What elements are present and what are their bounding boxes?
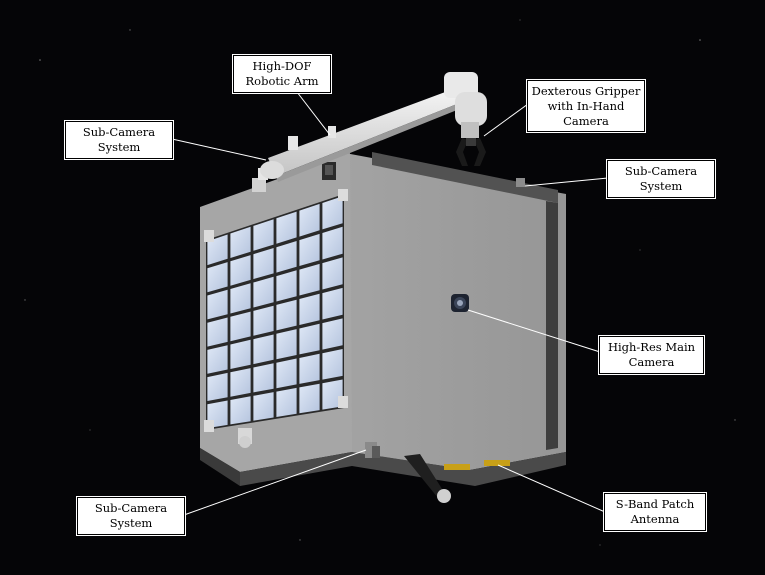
solar-cell (299, 293, 320, 325)
solar-cell (322, 318, 343, 350)
solar-cell (276, 241, 297, 273)
bottom-appendages (404, 454, 510, 503)
label-sub-camera-bottom-left-line-1: Sub-Camera (94, 501, 168, 515)
solar-cell (230, 226, 251, 258)
leader-lines (171, 91, 609, 516)
label-main-camera: High-Res Main Camera (598, 335, 705, 375)
label-main-camera-line-2: Camera (628, 355, 675, 369)
sub-camera-bottom-left-unit (238, 428, 380, 458)
leader-main-camera (467, 309, 601, 353)
solar-cell (230, 396, 251, 425)
solar-cell (230, 339, 251, 369)
starfield (24, 19, 736, 546)
side-top-channel (372, 152, 558, 203)
label-sub-camera-top-right-line-1: Sub-Camera (624, 164, 698, 178)
sub-camera-top-right-unit (516, 178, 525, 187)
solar-cell (299, 383, 320, 414)
solar-cell (253, 305, 274, 336)
label-gripper-line-3: Camera (563, 113, 609, 128)
label-gripper: Dexterous Gripper with In-Hand Camera (526, 79, 646, 133)
solar-cell (322, 257, 343, 290)
arm-elbow (444, 72, 478, 98)
leader-patch-antenna (497, 464, 606, 513)
label-sub-camera-top-left: Sub-Camera System (64, 120, 174, 160)
solar-cell (253, 392, 274, 421)
body-bottom-face (240, 452, 566, 486)
solar-cell (276, 270, 297, 302)
label-gripper-line-2: with In-Hand (547, 98, 625, 113)
solar-cell (276, 358, 297, 389)
leader-sub-camera-bottom-left (183, 449, 367, 516)
solar-cell (299, 203, 320, 237)
leader-sub-camera-top-left (171, 138, 267, 161)
solar-cell (207, 289, 228, 320)
solar-cell (276, 211, 297, 244)
leader-gripper (483, 103, 529, 137)
label-robotic-arm: High-DOF Robotic Arm (232, 54, 332, 94)
solar-cell (299, 353, 320, 384)
solar-panel (204, 189, 348, 432)
solar-cell (322, 226, 343, 260)
robotic-arm (260, 72, 487, 182)
label-robotic-arm-line-1: High-DOF (252, 59, 312, 73)
solar-cell (253, 276, 274, 308)
solar-cell (207, 317, 228, 347)
leader-sub-camera-top-right (524, 177, 609, 187)
solar-cell (322, 379, 343, 410)
solar-cell (253, 248, 274, 280)
label-main-camera-line-1: High-Res Main (607, 340, 696, 354)
solar-cell (276, 387, 297, 417)
solar-cell (276, 299, 297, 331)
panel-corner-brackets (204, 189, 348, 432)
solar-cell (230, 255, 251, 286)
solar-cell (322, 287, 343, 320)
solar-cell (253, 334, 274, 365)
leader-robotic-arm (296, 91, 331, 136)
gripper (456, 138, 486, 166)
solar-cell (207, 234, 228, 266)
label-sub-camera-top-left-line-1: Sub-Camera (82, 125, 156, 139)
solar-cell-grid (207, 196, 343, 429)
label-gripper-line-1: Dexterous Gripper (531, 83, 641, 98)
solar-cell (299, 233, 320, 266)
solar-cell (230, 283, 251, 314)
solar-cell (207, 262, 228, 293)
label-sub-camera-bottom-left: Sub-Camera System (76, 496, 186, 536)
solar-cell (230, 368, 251, 397)
label-patch-antenna-line-1: S-Band Patch (615, 497, 695, 511)
solar-cell (207, 345, 228, 374)
main-camera (451, 294, 469, 312)
solar-cell (322, 196, 343, 230)
side-right-channel (546, 201, 558, 450)
solar-cell (299, 323, 320, 355)
solar-cell (276, 329, 297, 360)
solar-cell (253, 219, 274, 251)
solar-cell (299, 263, 320, 296)
label-patch-antenna: S-Band Patch Antenna (603, 492, 707, 532)
solar-cell (253, 363, 274, 393)
label-sub-camera-top-right-line-2: System (639, 179, 683, 193)
solar-cell (207, 372, 228, 401)
label-robotic-arm-line-2: Robotic Arm (245, 74, 319, 88)
arm-boom (268, 88, 462, 176)
arm-wrist (455, 92, 487, 126)
label-patch-antenna-line-2: Antenna (630, 512, 680, 526)
label-sub-camera-top-right: Sub-Camera System (606, 159, 716, 199)
solar-cell (230, 311, 251, 342)
label-sub-camera-top-left-line-2: System (97, 140, 141, 154)
solar-cell (322, 349, 343, 380)
label-sub-camera-bottom-left-line-2: System (109, 516, 153, 530)
